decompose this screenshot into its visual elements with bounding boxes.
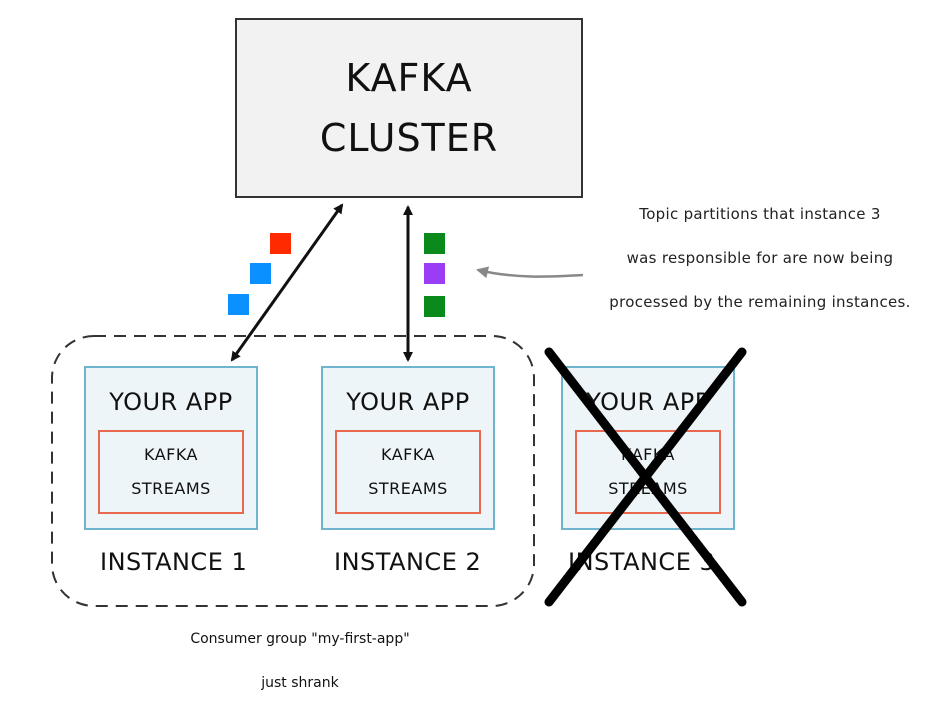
partition-purple: [424, 263, 445, 284]
app-label: YOUR APP: [586, 388, 710, 416]
note-line-2: was responsible for are now being: [626, 249, 894, 267]
streams-label-1: KAFKA: [380, 445, 435, 464]
instance-1-label: INSTANCE 1: [100, 548, 248, 576]
consumer-group-line-2: just shrank: [261, 675, 339, 691]
app-instance-1: YOUR APP KAFKA STREAMS: [84, 366, 258, 530]
cluster-label: CLUSTER: [319, 116, 499, 160]
note-line-1: Topic partitions that instance 3: [639, 205, 881, 223]
streams-label-2: STREAMS: [131, 479, 211, 498]
kafka-streams-box: KAFKA STREAMS: [98, 430, 244, 514]
rebalance-note: Topic partitions that instance 3 was res…: [578, 192, 942, 324]
streams-label-1: KAFKA: [143, 445, 198, 464]
partition-red: [270, 233, 291, 254]
kafka-cluster-box: KAFKA CLUSTER: [235, 18, 583, 198]
kafka-label: KAFKA: [345, 56, 473, 100]
kafka-streams-box: KAFKA STREAMS: [335, 430, 481, 514]
app-label: YOUR APP: [109, 388, 233, 416]
instance-2-label: INSTANCE 2: [334, 548, 482, 576]
partition-green-1: [424, 233, 445, 254]
note-line-3: processed by the remaining instances.: [609, 293, 911, 311]
arrow-instance1-kafka: [230, 203, 344, 362]
consumer-group-line-1: Consumer group "my-first-app": [190, 631, 410, 647]
streams-label-2: STREAMS: [368, 479, 448, 498]
consumer-group-caption: Consumer group "my-first-app" just shran…: [130, 617, 470, 705]
app-label: YOUR APP: [346, 388, 470, 416]
partition-green-2: [424, 296, 445, 317]
app-instance-2: YOUR APP KAFKA STREAMS: [321, 366, 495, 530]
partition-blue-1: [250, 263, 271, 284]
partition-blue-2: [228, 294, 249, 315]
annotation-arrow: [476, 266, 584, 279]
